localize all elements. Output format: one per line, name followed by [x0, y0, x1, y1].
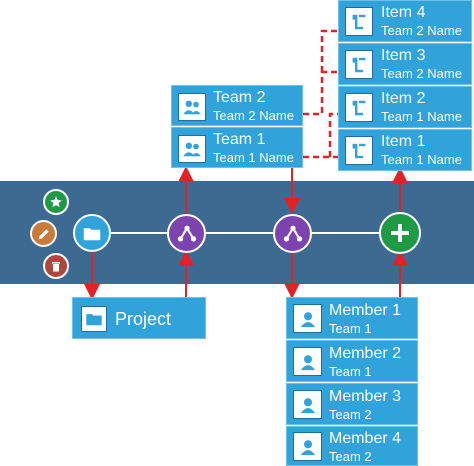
item-icon — [352, 100, 366, 115]
item-card-4[interactable]: Item 4 Team 2 Name — [338, 0, 472, 42]
pencil-icon — [38, 228, 49, 239]
item-icon — [352, 14, 366, 29]
item-card-3[interactable]: Item 3 Team 2 Name — [338, 43, 472, 85]
item-card-2[interactable]: Item 2 Team 1 Name — [338, 86, 472, 128]
member-card-1[interactable]: Member 1 Team 1 — [286, 297, 418, 339]
share-icon — [283, 225, 302, 242]
folder-icon — [83, 227, 101, 240]
team-name: Team 1 — [213, 131, 266, 148]
edit-node[interactable] — [30, 220, 57, 247]
member-icon-box — [293, 432, 322, 461]
member-icon-box — [293, 390, 322, 419]
team-icon-box — [178, 93, 206, 121]
user-icon — [300, 397, 315, 413]
team-subtitle: Team 2 Name — [213, 108, 294, 123]
item-icon-box — [345, 7, 373, 36]
trash-icon — [52, 261, 60, 271]
item-subtitle: Team 1 Name — [381, 152, 462, 167]
item-icon-box — [345, 93, 373, 122]
item-name: Item 1 — [381, 133, 426, 150]
item-card-1[interactable]: Item 1 Team 1 Name — [338, 129, 472, 171]
folder-icon — [86, 314, 102, 326]
member-card-4[interactable]: Member 4 Team 2 — [286, 426, 418, 466]
team-icon-box — [178, 135, 206, 163]
project-card[interactable]: Project — [72, 297, 206, 339]
member-team: Team 1 — [329, 321, 372, 336]
star-icon — [50, 196, 62, 208]
member-icon-box — [293, 304, 322, 333]
share-node-1[interactable] — [167, 214, 206, 253]
member-icon-box — [293, 347, 322, 376]
project-label: Project — [115, 309, 172, 329]
share-node-2[interactable] — [273, 214, 312, 253]
item-icon-box — [345, 50, 373, 79]
dashed-team2-to-item3 — [303, 62, 379, 116]
item-subtitle: Team 2 Name — [381, 66, 462, 81]
member-name: Member 3 — [329, 388, 402, 405]
item-icon — [352, 143, 366, 158]
team-card-2[interactable]: Team 2 Team 2 Name — [171, 85, 303, 126]
member-name: Member 1 — [329, 302, 402, 319]
share-icon — [177, 225, 196, 242]
team-subtitle: Team 1 Name — [213, 150, 294, 165]
item-icon — [352, 57, 366, 72]
user-icon — [300, 311, 315, 327]
member-card-2[interactable]: Member 2 Team 1 — [286, 340, 418, 382]
member-team: Team 1 — [329, 364, 372, 379]
folder-node[interactable] — [73, 214, 111, 252]
member-team: Team 2 — [329, 449, 372, 464]
add-node[interactable] — [379, 212, 421, 254]
member-card-3[interactable]: Member 3 Team 2 — [286, 383, 418, 425]
star-node[interactable] — [43, 189, 69, 215]
team-name: Team 2 — [213, 89, 266, 106]
team-card-1[interactable]: Team 1 Team 1 Name — [171, 127, 303, 168]
delete-node[interactable] — [43, 253, 69, 279]
member-name: Member 4 — [329, 430, 402, 447]
item-name: Item 2 — [381, 90, 426, 107]
item-icon-box — [345, 136, 373, 165]
item-subtitle: Team 1 Name — [381, 109, 462, 124]
user-icon — [183, 142, 201, 157]
item-subtitle: Team 2 Name — [381, 23, 462, 38]
plus-icon — [391, 224, 409, 242]
user-icon — [300, 439, 315, 455]
user-icon — [183, 100, 201, 115]
user-icon — [300, 354, 315, 370]
item-name: Item 3 — [381, 47, 426, 64]
member-team: Team 2 — [329, 407, 372, 422]
project-icon-box — [81, 306, 107, 332]
item-name: Item 4 — [381, 4, 426, 21]
member-name: Member 2 — [329, 345, 402, 362]
